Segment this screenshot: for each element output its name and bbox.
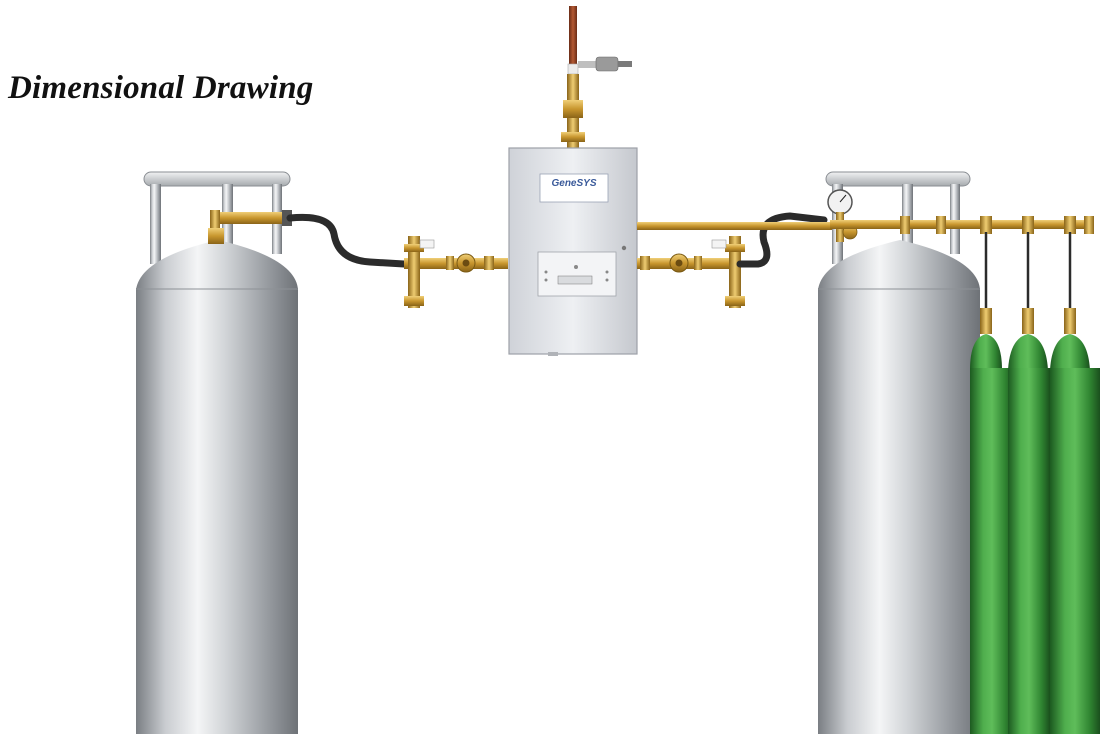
left-valve-assembly — [404, 236, 508, 308]
cylinder-pigtails — [984, 232, 1072, 310]
right-liquid-cylinder — [818, 171, 980, 734]
green-gas-cylinder-1 — [970, 308, 1014, 734]
cabinet-brand-label: GeneSYS — [551, 178, 596, 189]
green-gas-cylinder-2 — [1008, 308, 1050, 734]
green-gas-cylinder-3 — [1050, 308, 1100, 734]
main-header-pipe — [637, 222, 837, 230]
control-cabinet: GeneSYS — [508, 6, 638, 356]
page-title: Dimensional Drawing — [8, 70, 314, 106]
right-manifold — [827, 189, 1094, 242]
right-flex-hose — [736, 212, 828, 268]
left-flex-hose — [286, 213, 408, 268]
left-liquid-cylinder — [136, 171, 298, 734]
right-valve-assembly — [637, 236, 745, 308]
